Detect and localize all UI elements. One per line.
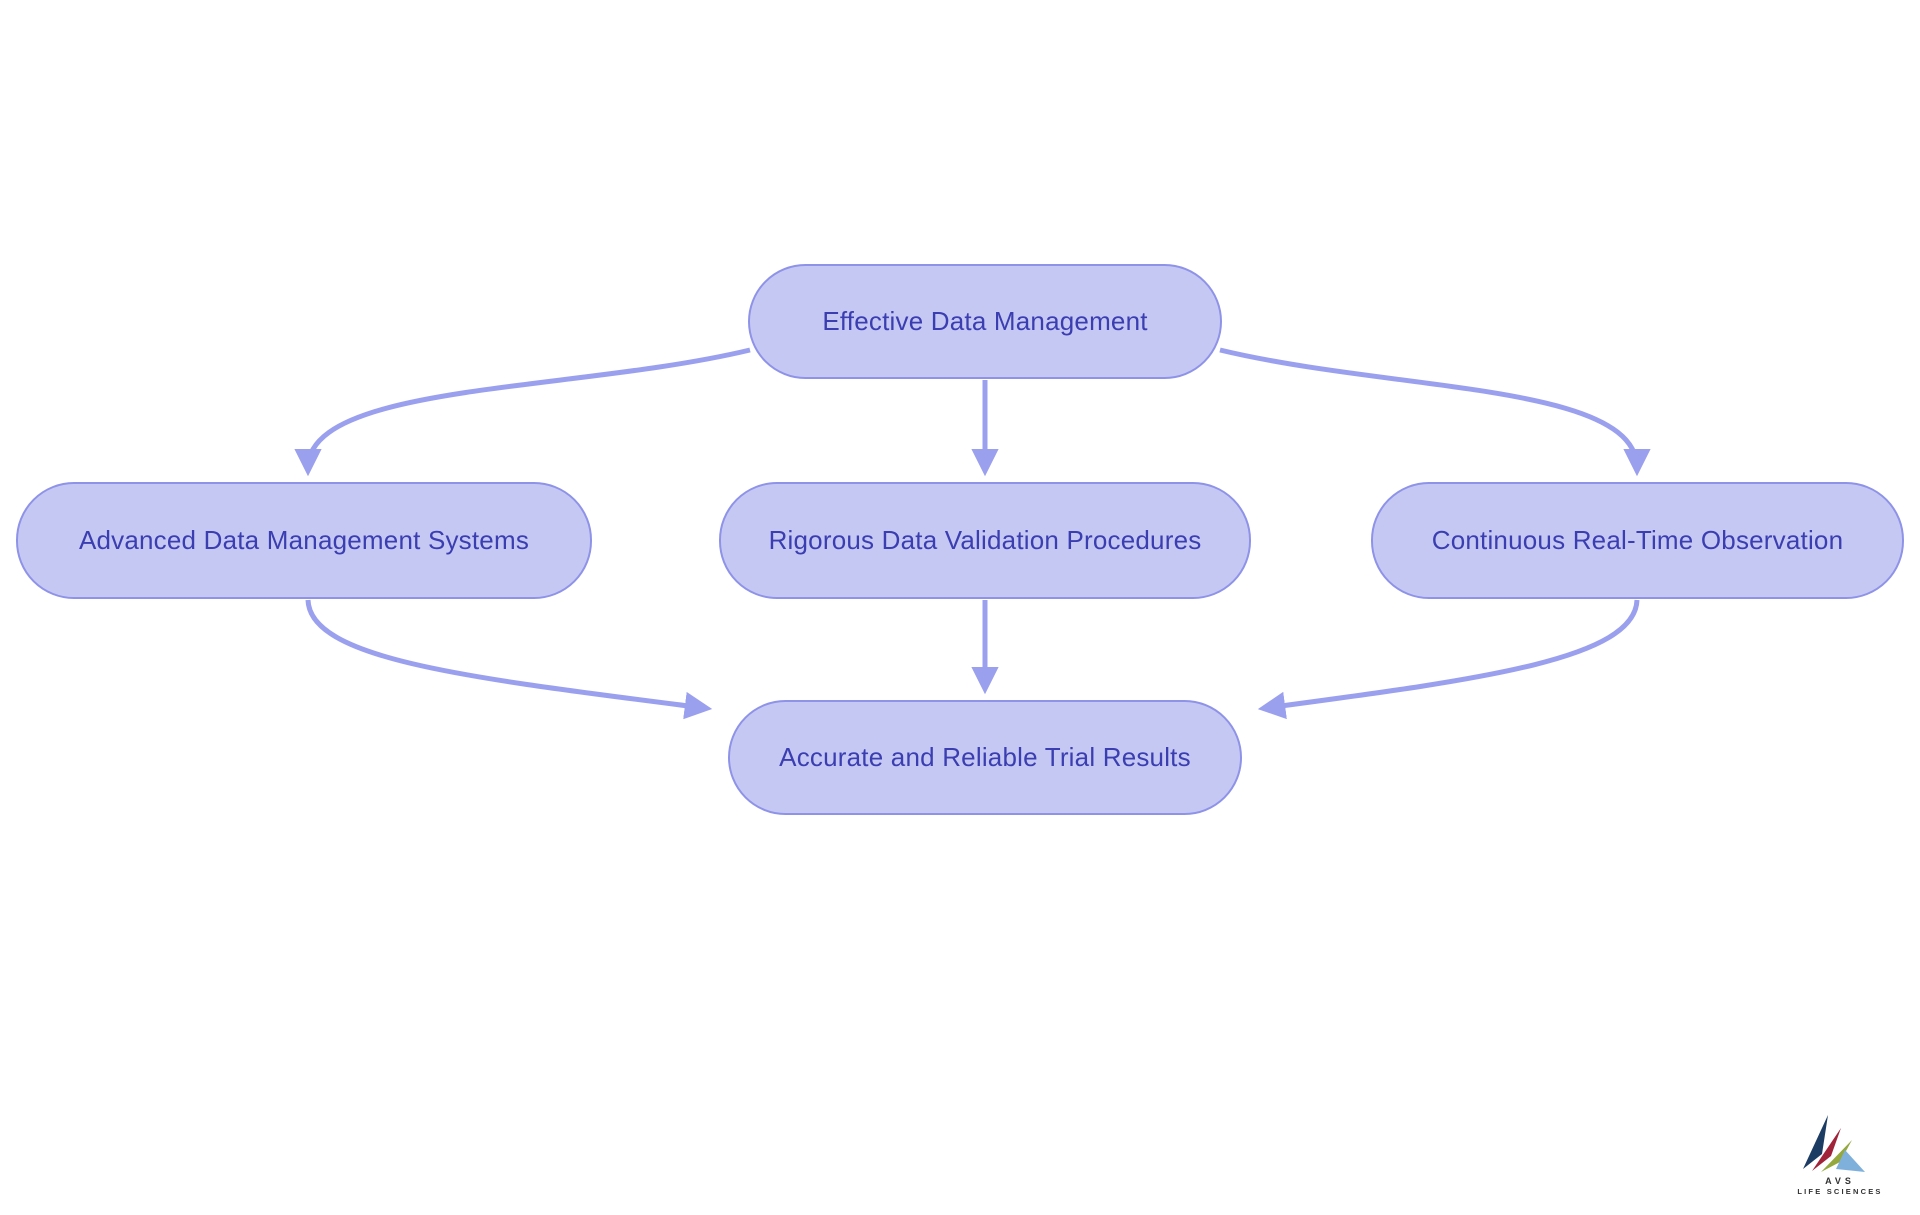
logo-triangle-blue <box>1836 1150 1865 1172</box>
logo-company-name: AVS <box>1825 1176 1855 1186</box>
logo-triangle-olive <box>1821 1140 1852 1172</box>
node-label: Effective Data Management <box>822 306 1148 336</box>
avs-life-sciences-logo: AVS LIFE SCIENCES <box>1788 1112 1892 1196</box>
logo-triangles-icon <box>1803 1115 1865 1172</box>
node-accurate-and-reliable-trial-results: Accurate and Reliable Trial Results <box>728 700 1242 815</box>
node-effective-data-management: Effective Data Management <box>748 264 1222 379</box>
node-continuous-real-time-observation: Continuous Real-Time Observation <box>1371 482 1904 599</box>
edge-right-to-bottom <box>1257 599 1640 720</box>
logo-triangle-navy <box>1803 1115 1828 1169</box>
node-advanced-data-management-systems: Advanced Data Management Systems <box>16 482 592 599</box>
logo-triangle-maroon <box>1812 1128 1841 1171</box>
node-rigorous-data-validation-procedures: Rigorous Data Validation Procedures <box>719 482 1251 599</box>
logo-tagline: LIFE SCIENCES <box>1797 1187 1883 1196</box>
edge-top-to-left <box>294 347 751 477</box>
node-label: Continuous Real-Time Observation <box>1431 525 1844 555</box>
node-label: Rigorous Data Validation Procedures <box>768 525 1202 555</box>
node-label: Advanced Data Management Systems <box>78 525 530 555</box>
edge-top-to-right <box>1219 347 1651 477</box>
edge-left-to-bottom <box>305 599 713 720</box>
node-label: Accurate and Reliable Trial Results <box>779 742 1191 772</box>
